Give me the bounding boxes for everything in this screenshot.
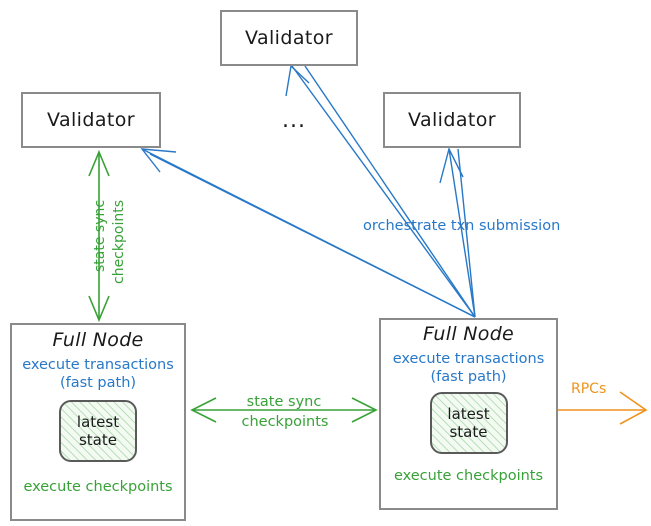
edge-validator-fullnode-statesync [88, 149, 110, 323]
full-node-left-latest-state[interactable]: latest state [59, 400, 137, 463]
edge-fullnode-fullnode-statesync [190, 397, 378, 423]
full-node-left-state-line-1: latest [76, 413, 120, 432]
full-node-left-blue-line-2: (fast path) [59, 375, 137, 392]
validator-left-label: Validator [47, 109, 135, 131]
full-node-right-title: Full Node [422, 323, 515, 345]
full-node-right-blue-line-1: execute transactions [392, 351, 545, 367]
full-node-right-blue-line-2: (fast path) [430, 369, 507, 386]
edge-fullnode-to-left-validator [140, 148, 476, 318]
validator-node-left[interactable]: Validator [21, 92, 161, 148]
full-node-right[interactable]: Full Node execute transactions (fast pat… [379, 318, 558, 510]
full-node-left-state-line-2: state [78, 431, 117, 450]
full-node-right-latest-state[interactable]: latest state [429, 392, 508, 455]
edge-fullnode-to-top-validator [285, 64, 476, 318]
full-node-left-title: Full Node [52, 329, 144, 351]
validators-ellipsis: ... [282, 108, 306, 133]
full-node-right-state-line-1: latest [447, 405, 490, 424]
edge-label-validator-statesync-line1: state sync [92, 199, 108, 272]
full-node-left-green-label: execute checkpoints [23, 479, 173, 496]
full-node-left-blue-line-1: execute transactions [22, 357, 174, 373]
edge-label-validator-statesync-line2: checkpoints [111, 200, 127, 284]
full-node-left-state-text: latest state [77, 413, 119, 449]
full-node-right-green-label: execute checkpoints [393, 468, 544, 485]
validator-right-label: Validator [408, 109, 496, 131]
full-node-right-state-line-2: state [449, 423, 488, 442]
validator-node-top[interactable]: Validator [220, 10, 358, 66]
validator-top-label: Validator [245, 27, 333, 49]
validator-node-right[interactable]: Validator [383, 92, 521, 148]
full-node-right-state-text: latest state [447, 405, 489, 441]
edge-label-fullnode-statesync-line2: checkpoints [241, 414, 329, 430]
edge-fullnode-to-right-validator [439, 147, 476, 318]
edge-label-orchestrate-txn-submission: orchestrate txn submission [363, 218, 561, 234]
full-node-left[interactable]: Full Node execute transactions (fast pat… [10, 323, 186, 521]
edge-label-rpcs: RPCs [571, 381, 607, 397]
edge-rpcs-outbound [558, 391, 648, 425]
edge-label-fullnode-statesync-line1: state sync [246, 394, 322, 410]
